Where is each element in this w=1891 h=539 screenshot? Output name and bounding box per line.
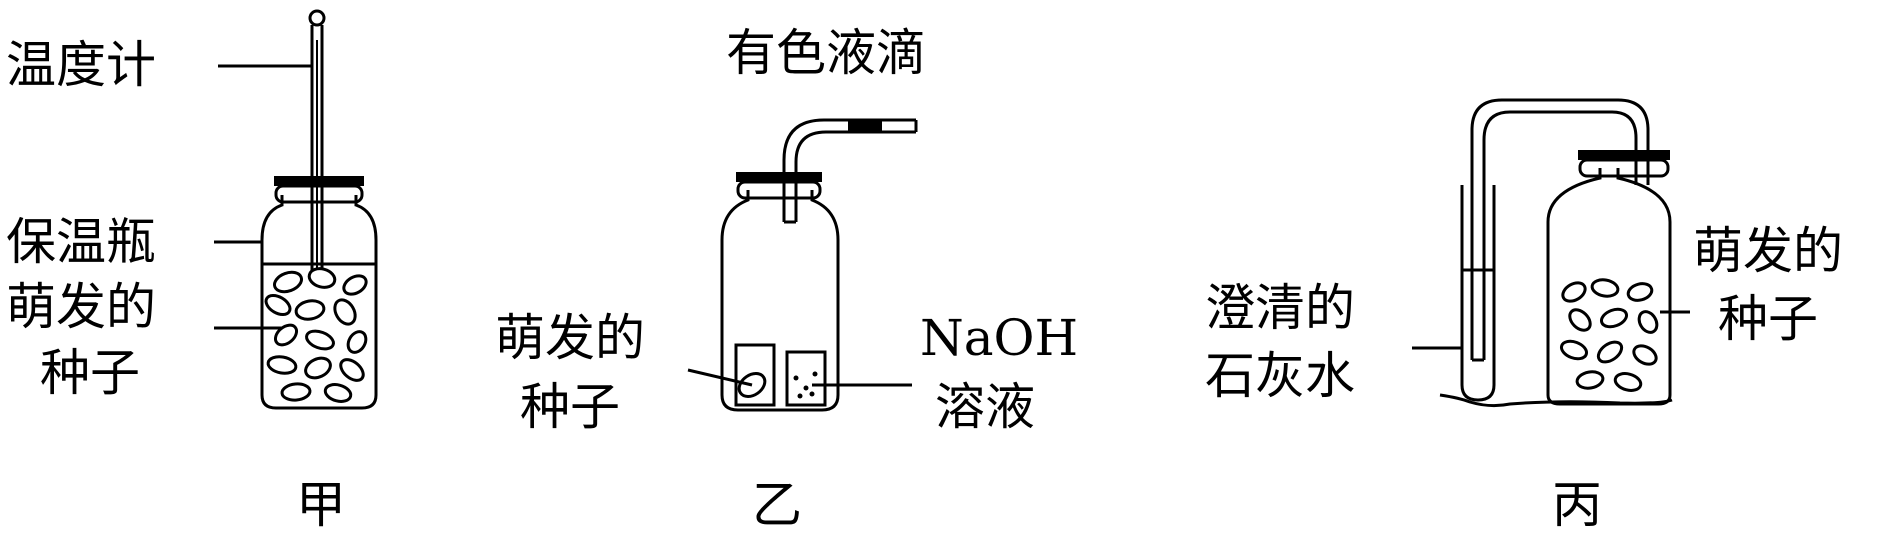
bing-seeds xyxy=(1559,278,1659,392)
yi-bottle xyxy=(720,190,840,412)
yi-colored-droplet xyxy=(848,120,882,132)
jia-flask-label: 保温瓶 xyxy=(6,213,156,271)
yi-stopper xyxy=(736,172,822,182)
jia-seeds xyxy=(264,267,368,403)
jia-thermos-bottle xyxy=(260,195,378,410)
yi-seeds-label-1: 萌发的 xyxy=(495,309,645,367)
jia-caption: 甲 xyxy=(296,476,346,534)
bing-seeds-label-1: 萌发的 xyxy=(1693,222,1843,280)
yi-naoh-cup xyxy=(785,350,827,407)
yi-droplet-label: 有色液滴 xyxy=(726,24,926,82)
bing-collar xyxy=(1578,158,1670,178)
jia-thermometer-label: 温度计 xyxy=(6,36,156,94)
jia-seeds-label-1: 萌发的 xyxy=(6,278,156,336)
bing-limewater-label-2: 石灰水 xyxy=(1205,347,1355,405)
bing-connecting-tube xyxy=(1470,98,1650,362)
yi-naoh-label-1: NaOH xyxy=(920,309,1078,367)
yi-naoh-label-2: 溶液 xyxy=(935,378,1035,436)
jia-collar xyxy=(274,184,364,204)
apparatus-jia: 温度计 保温瓶 萌发的 种子 甲 xyxy=(6,9,378,534)
bing-seeds-label-2: 种子 xyxy=(1718,290,1818,348)
yi-glass-tube xyxy=(782,118,918,224)
bing-caption: 丙 xyxy=(1552,476,1602,534)
jia-stopper xyxy=(274,176,364,186)
yi-caption: 乙 xyxy=(752,476,802,534)
yi-seed-cup xyxy=(734,343,776,407)
yi-seeds-leader xyxy=(687,368,753,387)
apparatus-bing: 澄清的 石灰水 萌发的 种子 丙 xyxy=(1205,98,1843,534)
yi-collar xyxy=(736,180,822,200)
bing-bottle xyxy=(1546,168,1672,406)
jia-thermometer xyxy=(308,9,326,285)
bing-stopper xyxy=(1578,150,1670,160)
apparatus-yi: 有色液滴 萌发的 种子 NaOH 溶液 乙 xyxy=(495,24,1078,534)
yi-seeds-label-2: 种子 xyxy=(520,378,620,436)
bing-limewater-label-1: 澄清的 xyxy=(1205,279,1355,337)
jia-seeds-label-2: 种子 xyxy=(40,344,140,402)
bing-test-tube xyxy=(1460,185,1496,402)
